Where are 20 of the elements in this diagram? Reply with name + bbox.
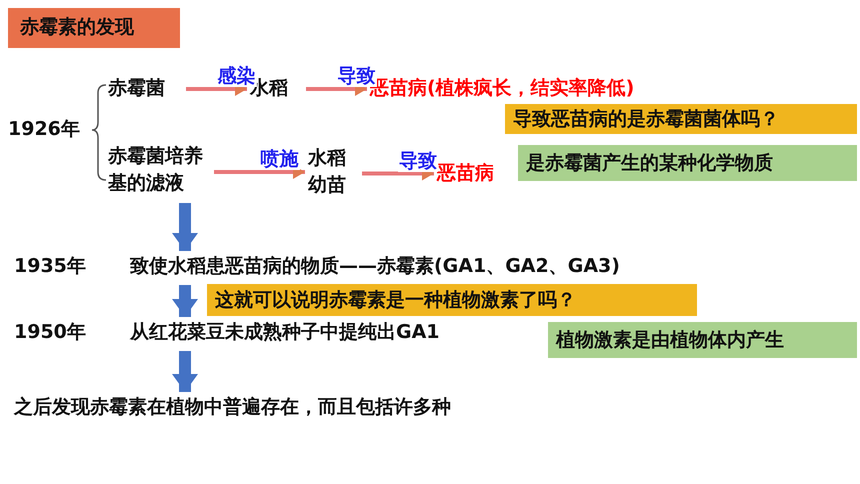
disease-label: 恶苗病 (437, 160, 513, 188)
title-banner: 赤霉素的发现 (8, 8, 180, 48)
finding-text: 致使水稻患恶苗病的物质——赤霉素(GA1、GA2、GA3) (130, 253, 770, 281)
edge-label: 导致 (398, 150, 438, 172)
conclusion-box: 是赤霉菌产生的某种化学物质 (518, 145, 857, 181)
question-box: 导致恶苗病的是赤霉菌菌体吗？ (505, 104, 857, 134)
seedling-label: 水稻幼苗 (308, 145, 356, 201)
year-label: 1935年 (14, 253, 104, 281)
arrow (172, 203, 198, 251)
year-label: 1926年 (8, 116, 98, 144)
year-label: 1950年 (14, 319, 104, 347)
question-box: 这就可以说明赤霉素是一种植物激素了吗？ (207, 284, 697, 316)
arrow (172, 285, 198, 317)
arrow (172, 351, 198, 392)
conclusion-box: 植物激素是由植物体内产生 (548, 322, 857, 358)
filtrate-label: 赤霉菌培养基的滤液 (108, 143, 208, 199)
organism-label: 赤霉菌 (108, 75, 180, 103)
finding-text: 从红花菜豆未成熟种子中提纯出GA1 (130, 319, 532, 347)
finding-text: 之后发现赤霉素在植物中普遍存在，而且包括许多种 (14, 394, 614, 422)
edge-label: 喷施 (260, 148, 300, 170)
